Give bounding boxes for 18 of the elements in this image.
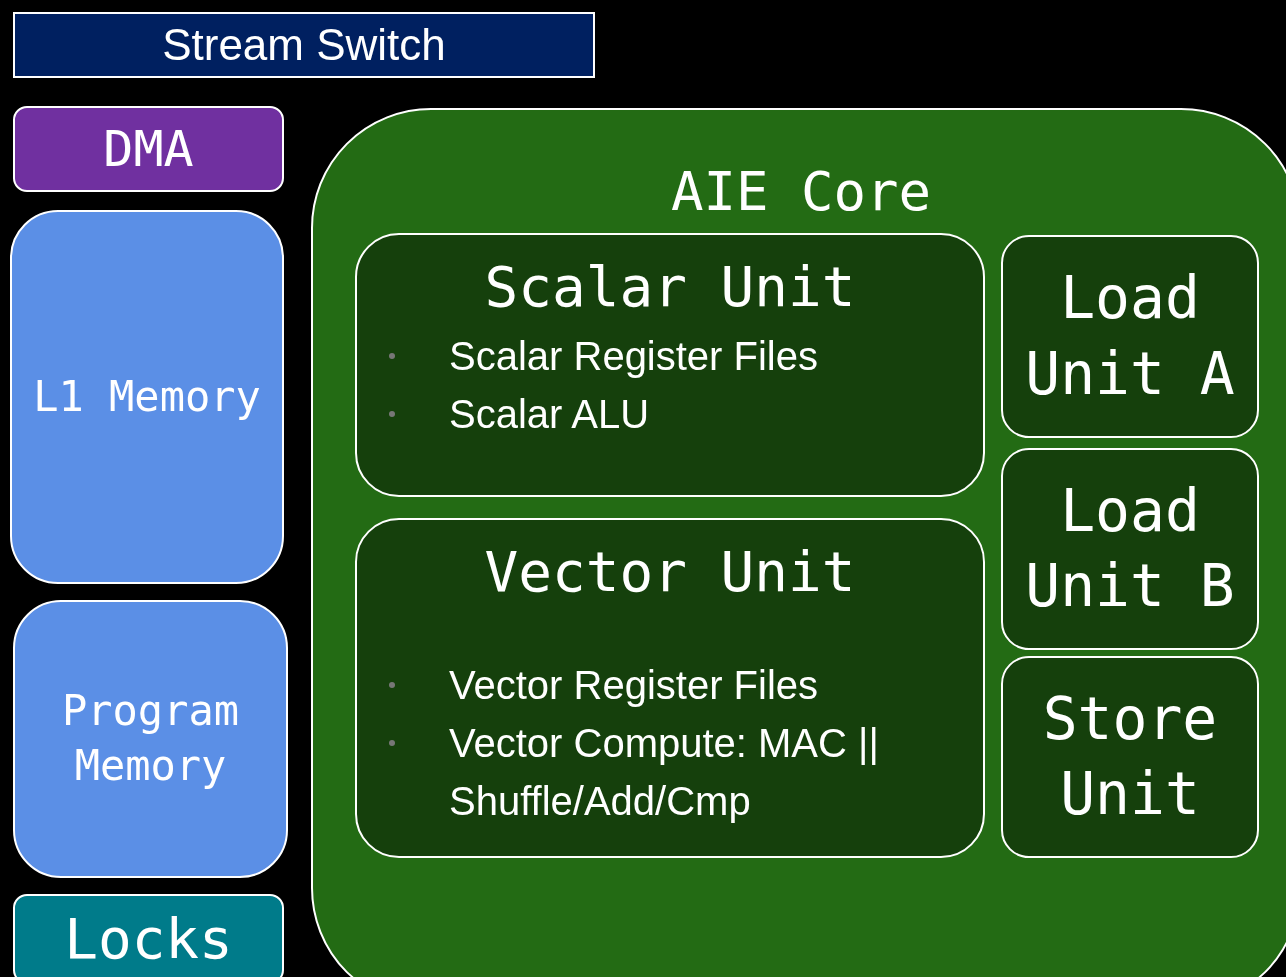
bullet-text: Scalar Register Files [449,333,819,380]
unit-box: Load Unit B [1001,448,1259,650]
unit-panel [355,233,985,497]
memory-box: L1 Memory [10,210,284,584]
bullet-text: Scalar ALU [449,391,651,438]
unit-box: Store Unit [1001,656,1259,858]
unit-panel [355,518,985,858]
memory-box: Program Memory [13,600,288,878]
bullet-text: Vector Register Files [449,662,820,709]
unit-title: Scalar Unit [483,255,857,319]
dma-box: DMA [13,106,284,192]
switch-box: Stream Switch [13,12,595,78]
unit-box: Load Unit A [1001,235,1259,438]
locks-box: Locks [13,894,284,977]
unit-title: Vector Unit [483,540,857,604]
panel-title: AIE Core [669,160,933,224]
core-panel [311,108,1286,977]
bullet-text: Vector Compute: MAC || Shuffle/Add/Cmp [449,720,880,825]
